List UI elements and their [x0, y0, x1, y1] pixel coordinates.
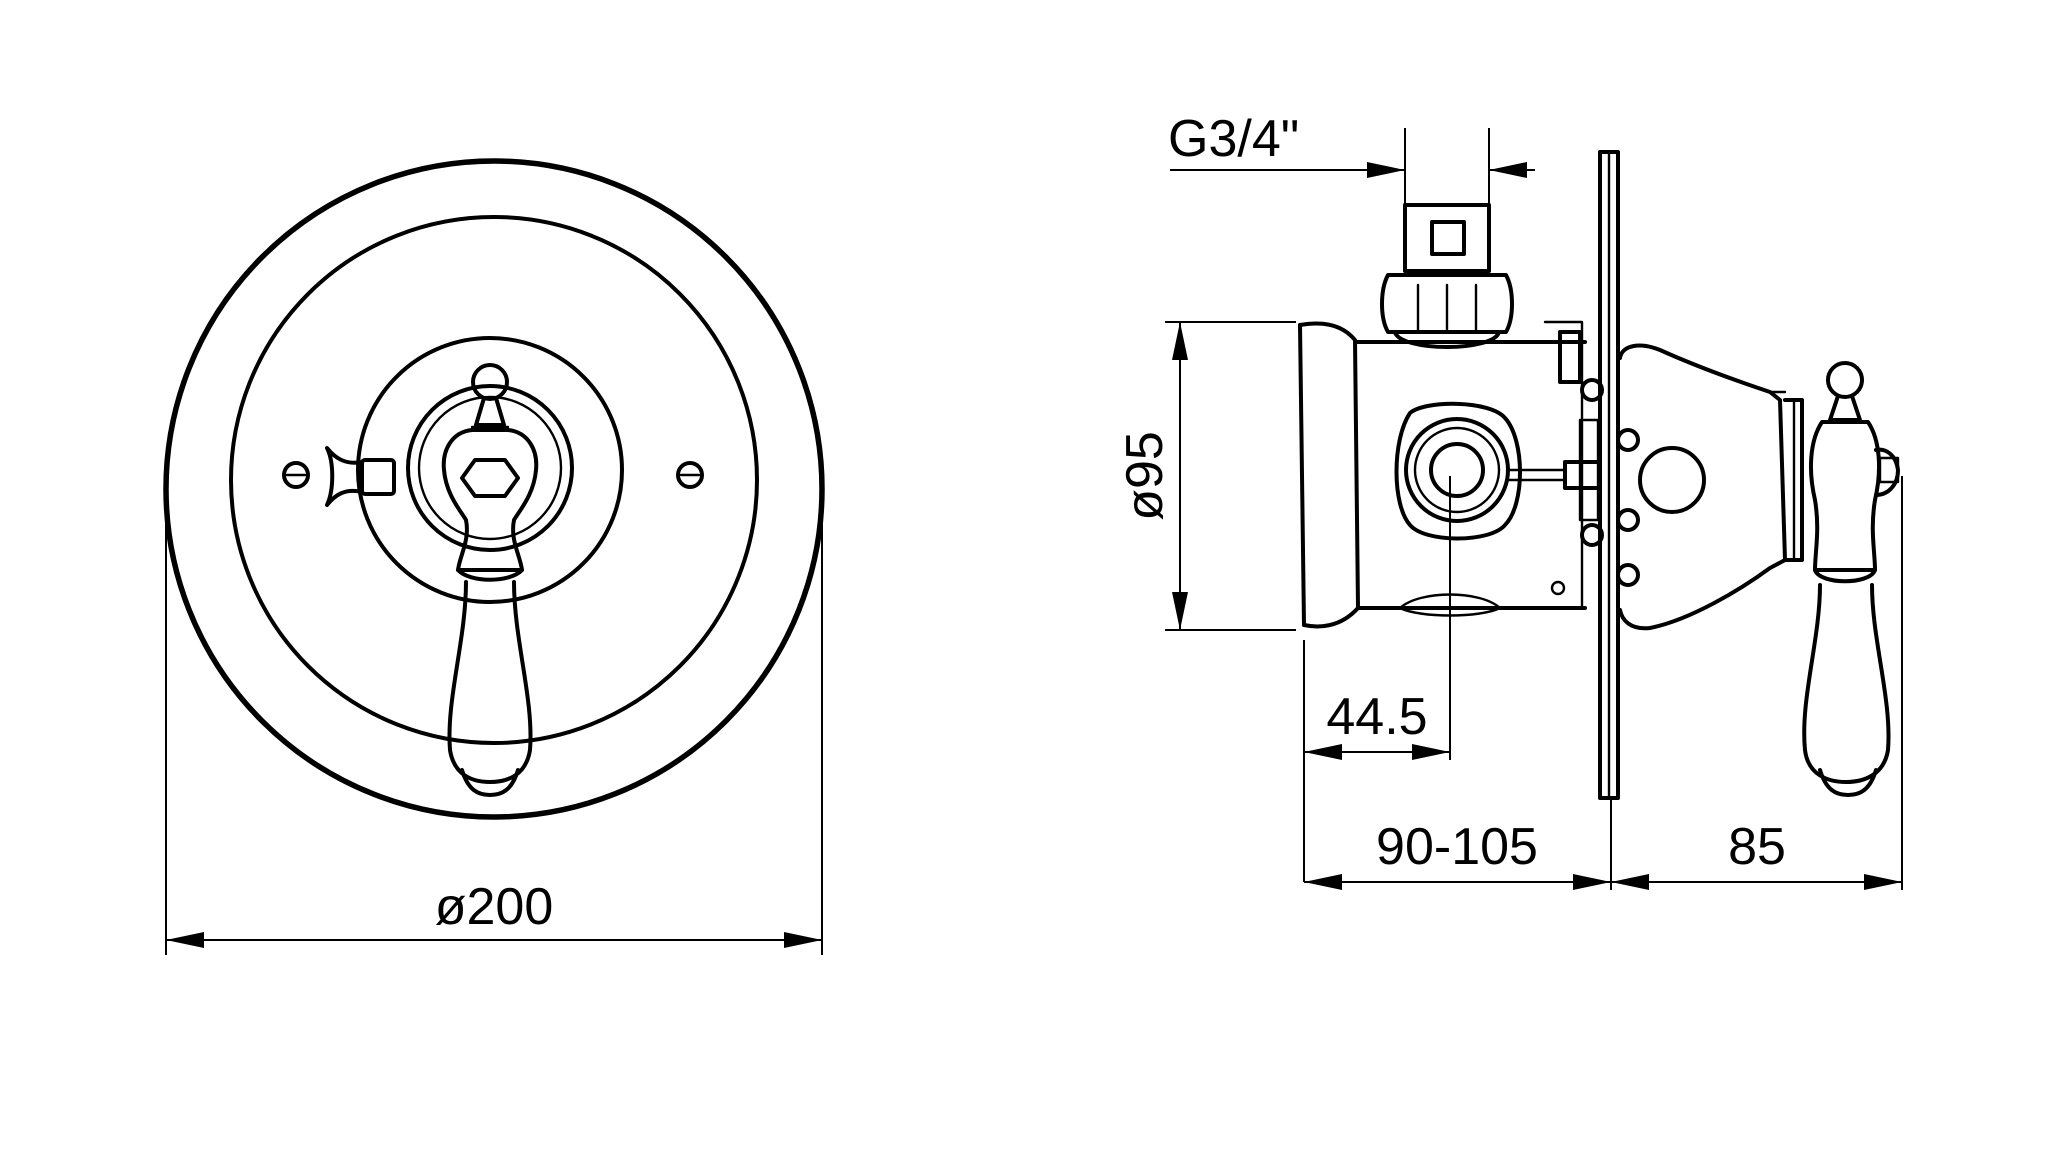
axis-offset-dimension: 44.5	[1303, 476, 1451, 882]
thread-dimension: G3/4"	[1168, 110, 1535, 205]
cartridge-cover-inner	[406, 384, 574, 552]
valve-body	[1298, 320, 1587, 629]
escutcheon-inner-ring	[229, 215, 759, 745]
wall-depth-dimension: 90-105	[1304, 800, 1612, 890]
cartridge-cover-outer	[356, 336, 624, 604]
projection-label: 85	[1728, 818, 1786, 876]
fixing-screw-right-icon	[676, 461, 704, 489]
trim-cover	[1618, 343, 1804, 631]
projection-dimension: 85	[1611, 476, 1903, 890]
side-view: G3/4" ø95 44.5 90-105	[1116, 110, 1903, 890]
wall-depth-label: 90-105	[1376, 818, 1538, 876]
cartridge-cover-ring	[417, 395, 563, 541]
front-view: ø200	[163, 158, 825, 955]
lever-finial-icon	[470, 363, 510, 429]
diameter-label: ø200	[435, 878, 554, 936]
wall-plate	[1598, 150, 1620, 800]
escutcheon-outer-rim	[163, 158, 825, 820]
outlet-boss	[1394, 401, 1602, 541]
hex-nut-icon	[460, 458, 520, 498]
diverter-knob-icon	[325, 446, 396, 507]
fixing-screw-left-icon	[282, 461, 310, 489]
thread-connection	[1380, 203, 1514, 349]
axis-offset-label: 44.5	[1326, 688, 1427, 746]
body-diameter-dimension: ø95	[1116, 321, 1296, 631]
lever-handle	[447, 568, 533, 797]
mounting-fittings	[1578, 378, 1640, 587]
side-lever-icon	[1802, 361, 1900, 797]
diameter-dimension: ø200	[165, 520, 823, 955]
thread-label: G3/4"	[1168, 110, 1299, 168]
body-diameter-label: ø95	[1116, 431, 1174, 521]
